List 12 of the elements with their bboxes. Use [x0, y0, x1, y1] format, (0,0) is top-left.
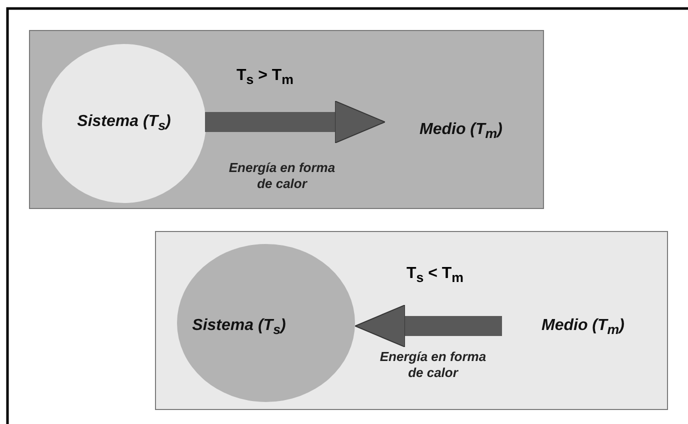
panel — [29, 30, 544, 209]
node-label: Sistema (T$_{s}$) — [77, 112, 171, 134]
block-arrow — [354, 304, 502, 348]
condition-label: T$_{s}$ > T$_{m}$ — [236, 66, 294, 88]
node-label: Medio (T$_{m}$) — [387, 113, 535, 149]
edge-label: Energía en forma de calor — [228, 160, 336, 192]
node-label: Medio (T$_{m}$) — [503, 309, 663, 345]
node-label: Sistema (T$_{s}$) — [192, 316, 286, 338]
edge-label: Energía en forma de calor — [378, 348, 488, 382]
panel — [155, 231, 668, 410]
block-arrow — [205, 100, 386, 144]
condition-label: T$_{s}$ < T$_{m}$ — [406, 264, 464, 286]
